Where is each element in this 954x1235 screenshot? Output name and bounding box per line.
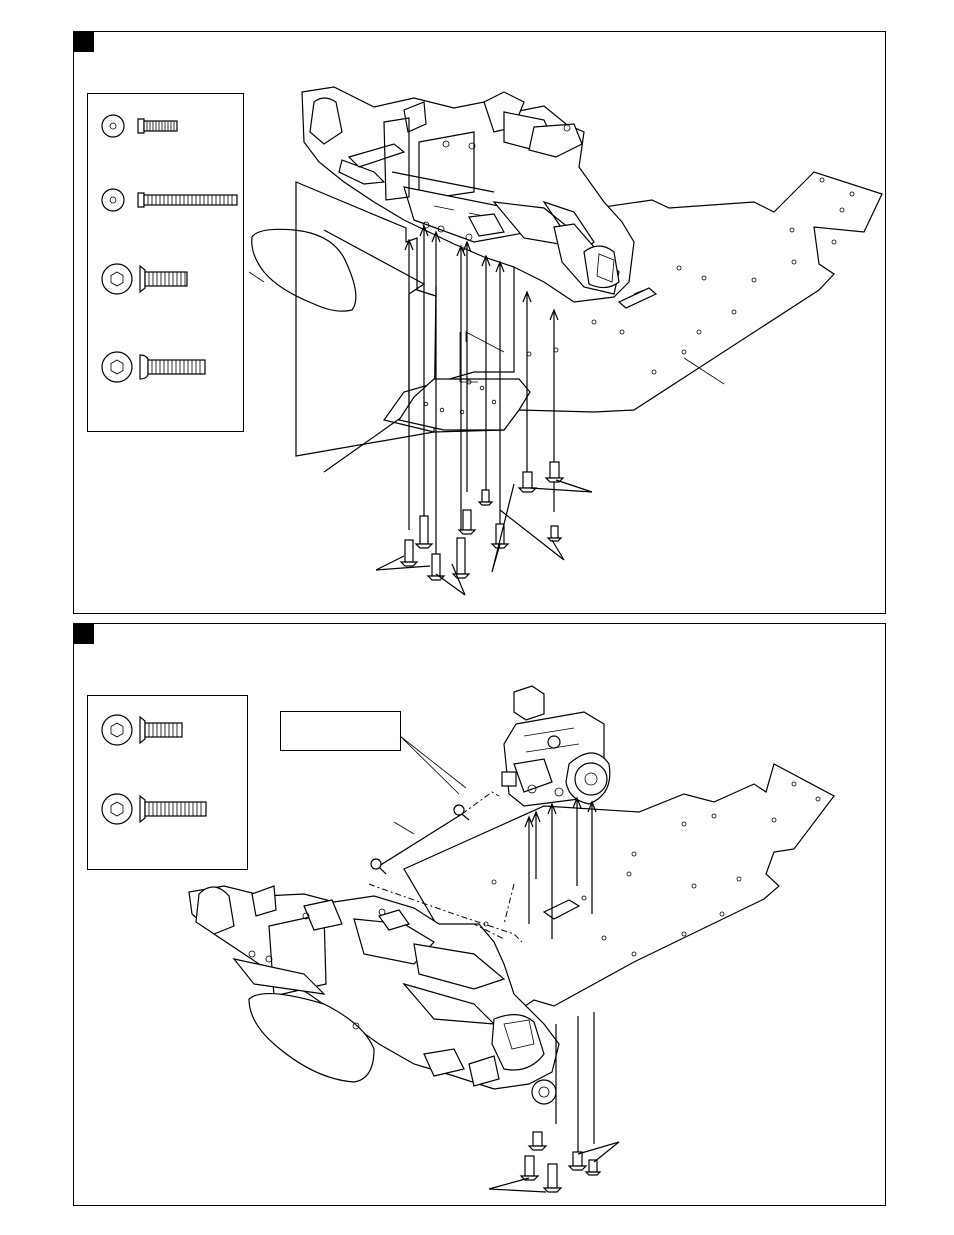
rear-gearbox-assembly [502,686,610,806]
front-suspension-assembly [302,87,634,302]
front-bumper [249,229,356,311]
assembly-step-1-panel [73,31,886,614]
brace-plate [399,379,530,430]
assembly-step-2-panel [73,623,886,1206]
step-1-screws [401,462,563,580]
step-2-assembly-drawing [74,624,887,1207]
step-2-screws [521,1132,600,1192]
step-1-assembly-drawing [74,32,887,615]
